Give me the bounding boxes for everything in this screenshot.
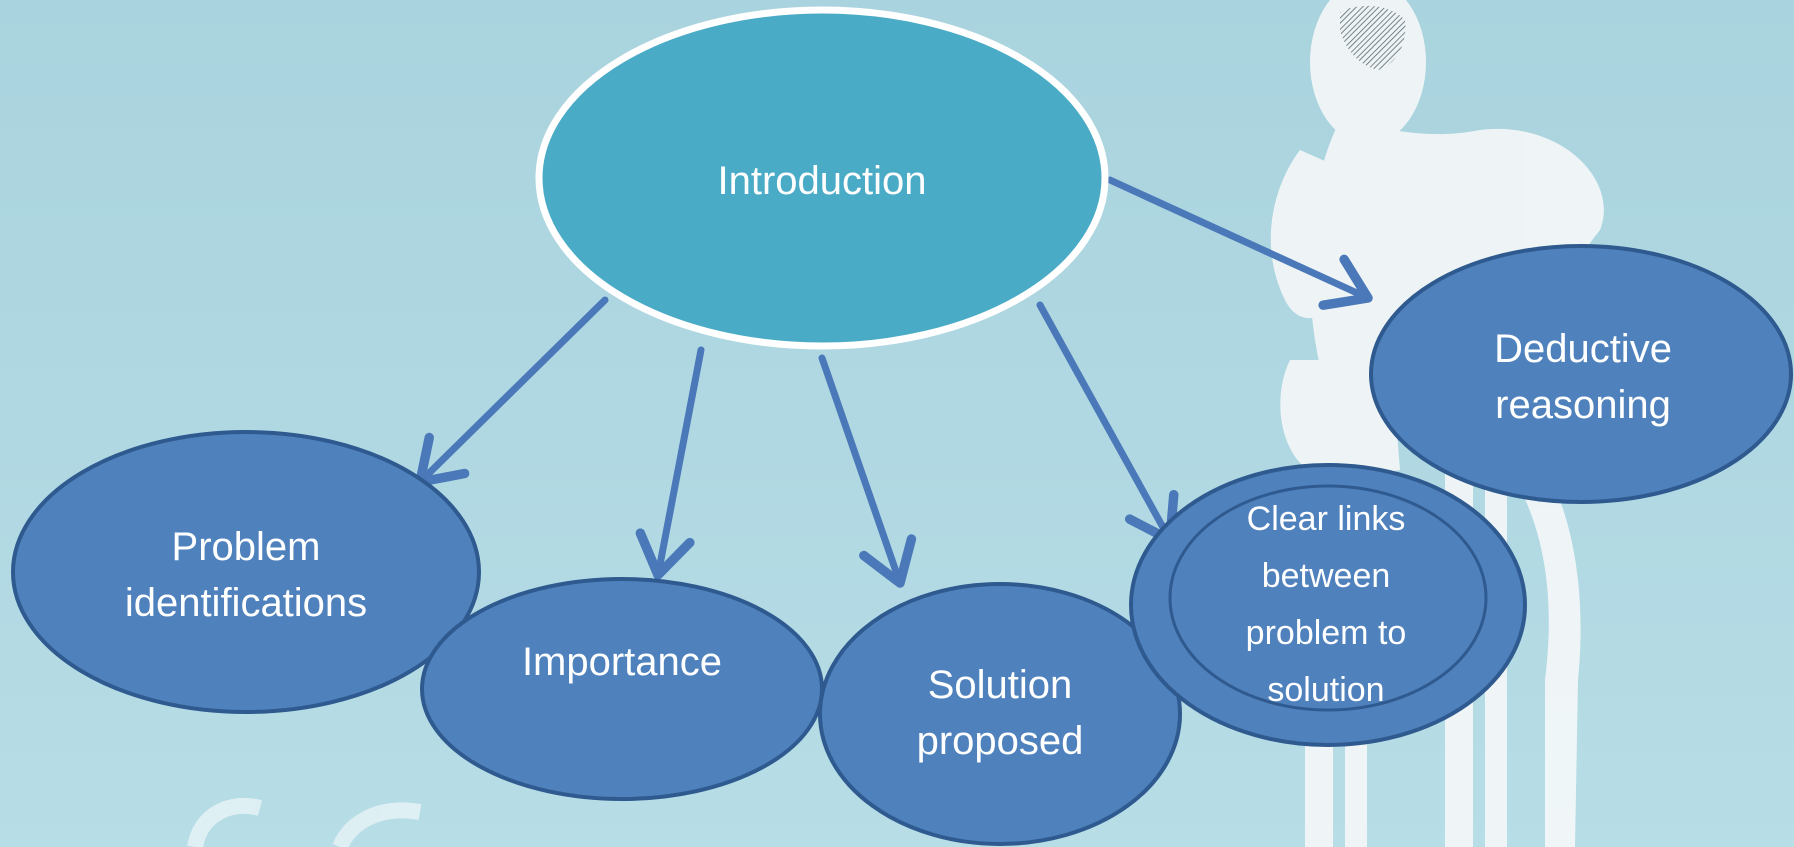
node-solution-proposed[interactable]: Solution proposed [818, 582, 1182, 846]
decorative-curve-icon [187, 797, 422, 847]
arrow-to-importance [635, 346, 705, 580]
node-deductive-reasoning[interactable]: Deductive reasoning [1369, 244, 1793, 504]
node-problem-identifications[interactable]: Problem identifications [11, 430, 481, 714]
arrow-to-links [1036, 301, 1179, 545]
node-problem-line2: identifications [125, 581, 367, 625]
node-problem-line1: Problem [172, 525, 321, 569]
node-introduction-label: Introduction [717, 159, 926, 203]
node-solution-line2: proposed [917, 719, 1084, 763]
connector-arrows [415, 176, 1373, 588]
arrow-to-deductive [1106, 176, 1373, 310]
node-deductive-line2: reasoning [1495, 383, 1671, 427]
node-importance[interactable]: Importance [420, 577, 824, 801]
node-importance-label: Importance [522, 640, 722, 684]
node-links-line2: between [1262, 557, 1391, 595]
brain-hatch-icon [1340, 5, 1406, 70]
node-clear-links[interactable]: Clear links between problem to solution [1129, 463, 1527, 747]
node-solution-line1: Solution [928, 663, 1073, 707]
node-introduction[interactable]: Introduction [535, 6, 1109, 350]
node-links-line1: Clear links [1247, 500, 1406, 538]
arrow-to-problem [415, 296, 609, 487]
node-links-line3: problem to [1246, 614, 1407, 652]
arrow-to-solution [818, 354, 917, 588]
node-clear-links-inner-ring [1168, 484, 1488, 712]
node-links-line4: solution [1267, 671, 1384, 709]
node-deductive-line1: Deductive [1494, 327, 1672, 371]
